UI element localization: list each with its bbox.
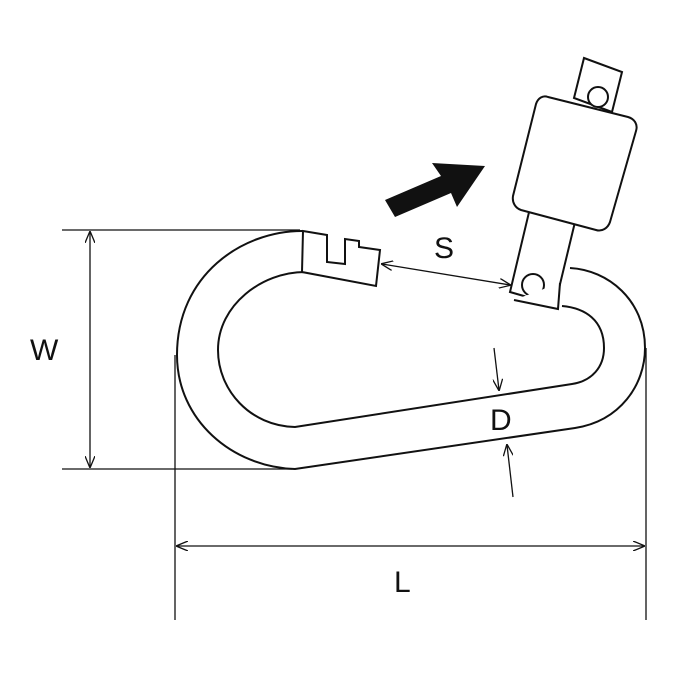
s-dimension-line — [382, 264, 510, 285]
gate-pivot-plate — [513, 282, 561, 311]
gate-latch — [508, 56, 638, 311]
snap-hook-body — [175, 230, 647, 471]
dimension-l — [174, 348, 647, 620]
hook-outer-outline — [175, 230, 647, 471]
l-label: L — [394, 566, 411, 599]
d-arrow-bottom — [507, 445, 514, 498]
dimension-w — [62, 229, 300, 470]
dimension-s — [382, 264, 510, 285]
d-arrow-top — [494, 347, 499, 390]
gate-nose-notch — [300, 229, 382, 288]
w-label: W — [30, 334, 59, 367]
d-label: D — [490, 404, 512, 437]
hook-inner-outline — [216, 271, 606, 429]
gate-sleeve — [511, 95, 638, 232]
gate-opening-direction-arrow — [385, 163, 485, 217]
gate-tab-hole — [587, 86, 609, 108]
dimension-d — [494, 347, 514, 498]
s-label: S — [434, 232, 454, 265]
